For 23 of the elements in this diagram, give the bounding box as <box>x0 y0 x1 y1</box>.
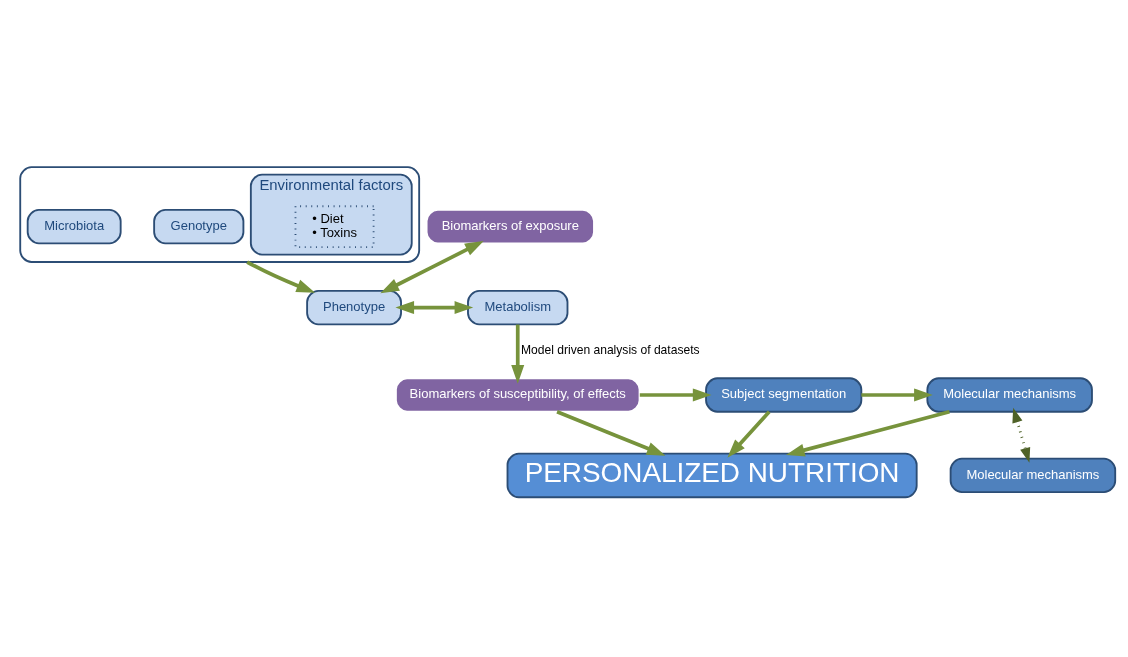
node-box: • Diet • Toxins <box>294 205 375 249</box>
arrow <box>639 388 712 402</box>
arrow <box>556 410 666 456</box>
arrow <box>727 410 771 458</box>
arrow <box>785 410 950 457</box>
node-box: Microbiota <box>26 209 122 245</box>
node-box: Molecular mechanisms <box>926 377 1093 413</box>
arrow <box>380 241 484 294</box>
node-box: Biomarkers of susceptibility, of effects <box>395 377 641 413</box>
node-box: Biomarkers of exposure <box>425 209 595 245</box>
arrow <box>1012 407 1031 463</box>
node-box: PERSONALIZED NUTRITION <box>506 452 918 499</box>
arrow <box>395 301 474 315</box>
node-box: Genotype <box>153 209 245 245</box>
node-box: Phenotype <box>306 289 402 326</box>
node-box: Metabolism <box>467 289 569 326</box>
arrow <box>861 388 933 402</box>
edge-label: Model driven analysis of datasets <box>520 343 700 358</box>
node-box: Molecular mechanisms <box>949 457 1117 494</box>
cluster <box>19 166 421 263</box>
arrow <box>246 260 316 293</box>
arrow <box>511 324 525 384</box>
node-box: Subject segmentation <box>705 377 863 413</box>
